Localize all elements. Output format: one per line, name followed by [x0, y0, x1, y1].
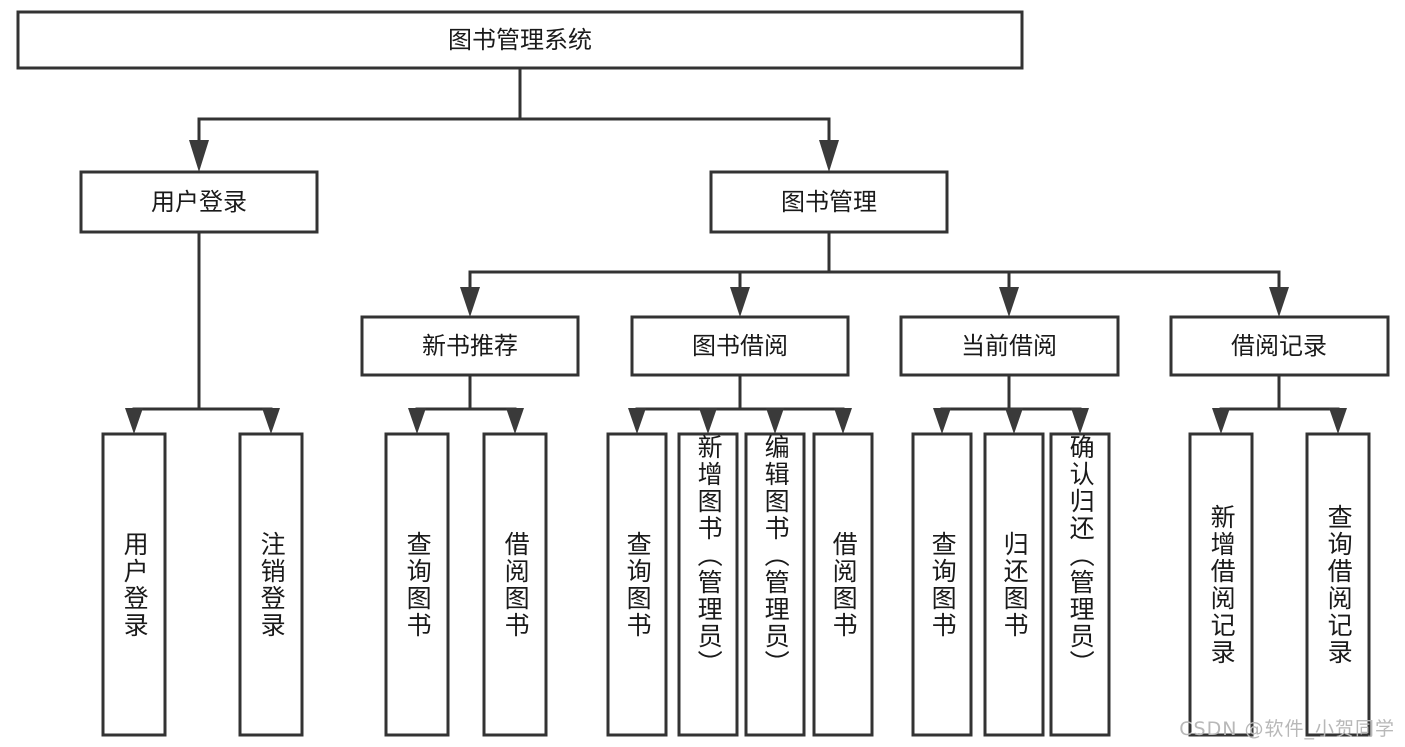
node-borrow-record[interactable]: 借阅记录	[1169, 315, 1390, 377]
arrow-head-leaf-borrow-book-1	[506, 408, 524, 434]
node-leaf-borrow-book-1-box[interactable]	[482, 432, 548, 737]
node-leaf-query-book-2-box[interactable]	[606, 432, 668, 737]
node-root-box[interactable]	[16, 10, 1024, 70]
node-leaf-return-book-box[interactable]	[983, 432, 1045, 737]
node-new-book-recommend-label: 新书推荐	[422, 332, 518, 360]
connector-group-newbook-to-leaves	[408, 373, 524, 434]
arrow-head-leaf-query-book-2	[628, 408, 646, 434]
arrow-head-leaf-query-record	[1329, 408, 1347, 434]
csdn-watermark: CSDN @软件_小贺同学	[1179, 718, 1395, 740]
node-new-book-recommend[interactable]: 新书推荐	[360, 315, 580, 377]
node-current-borrow[interactable]: 当前借阅	[899, 315, 1120, 377]
arrow-head-leaf-query-book-1	[408, 408, 426, 434]
node-leaf-logout-box[interactable]	[238, 432, 304, 737]
node-leaf-edit-book-box[interactable]	[744, 432, 806, 737]
node-current-borrow-box[interactable]	[899, 315, 1120, 377]
arrow-head-leaf-logout	[262, 408, 280, 434]
arrow-head-new-book-recommend	[460, 287, 480, 317]
node-leaf-add-record-box[interactable]	[1188, 432, 1254, 737]
node-leaf-query-book-3-box[interactable]	[911, 432, 973, 737]
connector-group-currentborrow-to-leaves	[933, 373, 1089, 434]
arrow-head-current-borrow	[999, 287, 1019, 317]
arrow-head-user-login	[189, 140, 209, 172]
connector-group-root-to-level2	[189, 66, 839, 172]
node-borrow-record-box[interactable]	[1169, 315, 1390, 377]
node-current-borrow-label: 当前借阅	[961, 332, 1057, 360]
node-root-label: 图书管理系统	[448, 26, 592, 54]
arrow-head-leaf-confirm-return	[1071, 408, 1089, 434]
arrow-head-borrow-record	[1269, 287, 1289, 317]
node-book-management-label: 图书管理	[781, 188, 877, 216]
node-leaf-query-record-box[interactable]	[1305, 432, 1371, 737]
arrow-head-leaf-edit-book	[766, 408, 784, 434]
node-user-login[interactable]: 用户登录	[79, 170, 319, 234]
node-root[interactable]: 图书管理系统	[16, 10, 1024, 70]
arrow-head-leaf-add-book	[699, 408, 717, 434]
node-leaf-add-book-box[interactable]	[677, 432, 739, 737]
arrow-head-leaf-add-record	[1212, 408, 1230, 434]
node-book-management-box[interactable]	[709, 170, 949, 234]
arrow-head-book-management	[819, 140, 839, 172]
node-book-borrow-label: 图书借阅	[692, 332, 788, 360]
arrow-head-book-borrow	[730, 287, 750, 317]
node-leaf-user-login-box[interactable]	[101, 432, 167, 737]
node-leaf-borrow-book-2-box[interactable]	[812, 432, 874, 737]
arrow-head-leaf-return-book	[1005, 408, 1023, 434]
node-user-login-box[interactable]	[79, 170, 319, 234]
arrow-head-leaf-user-login	[125, 408, 143, 434]
node-new-book-recommend-box[interactable]	[360, 315, 580, 377]
connector-group-bookmgmt-to-level3	[460, 230, 1289, 317]
node-book-borrow[interactable]: 图书借阅	[630, 315, 850, 377]
connector-group-bookborrow-to-leaves	[628, 373, 852, 434]
connector-group-userlogin-to-leaves	[125, 230, 280, 434]
node-borrow-record-label: 借阅记录	[1231, 332, 1327, 360]
node-user-login-label: 用户登录	[151, 188, 247, 216]
arrow-head-leaf-query-book-3	[933, 408, 951, 434]
node-leaf-query-book-1-box[interactable]	[384, 432, 450, 737]
node-book-management[interactable]: 图书管理	[709, 170, 949, 234]
connector-group-borrowrecord-to-leaves	[1212, 373, 1347, 434]
node-leaf-confirm-return-box[interactable]	[1049, 432, 1111, 737]
node-book-borrow-box[interactable]	[630, 315, 850, 377]
arrow-head-leaf-borrow-book-2	[834, 408, 852, 434]
